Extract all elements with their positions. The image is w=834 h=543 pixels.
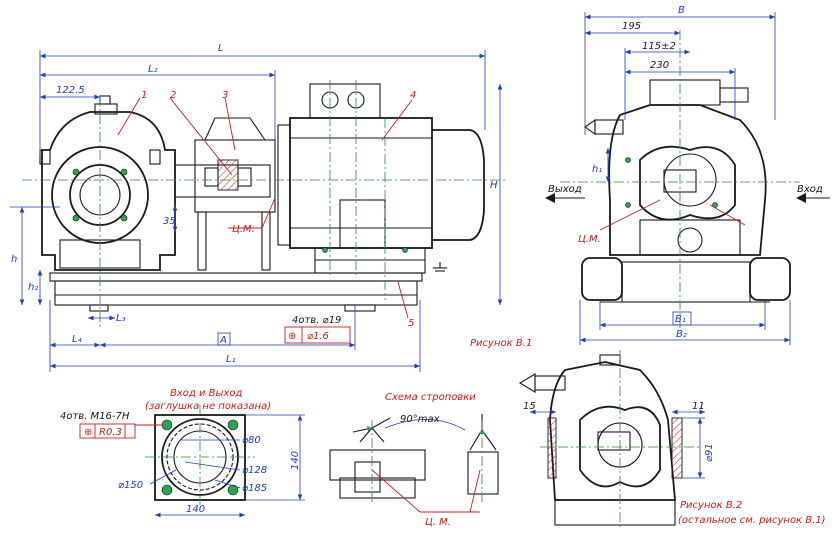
dim-B2: B₂ [676, 329, 687, 340]
flange-title: Вход и Выход [170, 388, 242, 399]
dim-H: H [490, 180, 498, 191]
flange-d185: ⌀185 [242, 483, 267, 494]
main-view [10, 50, 505, 372]
callout-2: 2 [170, 90, 176, 101]
slinging-angle: 90°max [400, 414, 440, 425]
dim-h2: h₂ [28, 282, 38, 293]
dim-L2: L₂ [148, 64, 158, 75]
flange-subtitle: (заглушка не показана) [145, 401, 271, 412]
inlet-label: Вход [797, 184, 823, 195]
svg-text:⊕: ⊕ [84, 427, 92, 438]
figure-b2-view [518, 350, 705, 530]
dim-B: B [678, 5, 685, 16]
dim-15: 15 [523, 401, 536, 412]
slinging-title: Схема строповки [385, 392, 476, 403]
side-view [545, 12, 830, 345]
dim-122: 122.5 [56, 85, 85, 96]
callout-4: 4 [410, 90, 416, 101]
dim-230: 230 [650, 60, 669, 71]
dim-h: h [11, 254, 17, 265]
flange-d80: ⌀80 [242, 435, 261, 446]
slinging-cm: Ц. М. [425, 517, 451, 528]
dim-h1: h₁ [592, 164, 602, 175]
outlet-label: Выход [548, 184, 582, 195]
slinging-scheme [329, 414, 499, 513]
svg-text:⊕: ⊕ [288, 331, 296, 342]
flange-d128: ⌀128 [242, 465, 267, 476]
flange-tol: R0.3 [99, 427, 122, 438]
figure-label-2: Рисунок В.2 [680, 500, 742, 511]
cm-label-main: Ц.М. [232, 224, 255, 235]
dim-115: 115±2 [642, 41, 676, 52]
dim-195: 195 [622, 21, 641, 32]
callout-1: 1 [141, 90, 147, 101]
flange-holes: 4отв. М16-7H [60, 411, 130, 422]
dim-L3: L₃ [116, 313, 126, 324]
dim-d91: ⌀91 [704, 443, 715, 462]
callout-3: 3 [222, 90, 228, 101]
flange-detail [79, 405, 305, 518]
dim-35: 35 [163, 216, 176, 227]
dim-A: A [219, 335, 227, 346]
dim-L4: L₄ [72, 334, 82, 345]
dim-L1: L₁ [226, 354, 236, 365]
figure-label-1: Рисунок В.1 [470, 338, 532, 349]
flange-d150: ⌀150 [118, 480, 143, 491]
dim-L: L [218, 43, 224, 54]
callout-5: 5 [408, 318, 414, 329]
cm-label-side: Ц.М. [578, 234, 601, 245]
tol-position: ⌀1.6 [307, 331, 329, 342]
dim-B1: B₁ [675, 314, 686, 325]
flange-w140: 140 [186, 504, 205, 515]
holes-note: 4отв. ⌀19 [292, 315, 341, 326]
dim-11: 11 [692, 401, 705, 412]
flange-h140: 140 [290, 451, 301, 470]
figure-note-2: (остальное см. рисунок В.1) [678, 515, 826, 526]
